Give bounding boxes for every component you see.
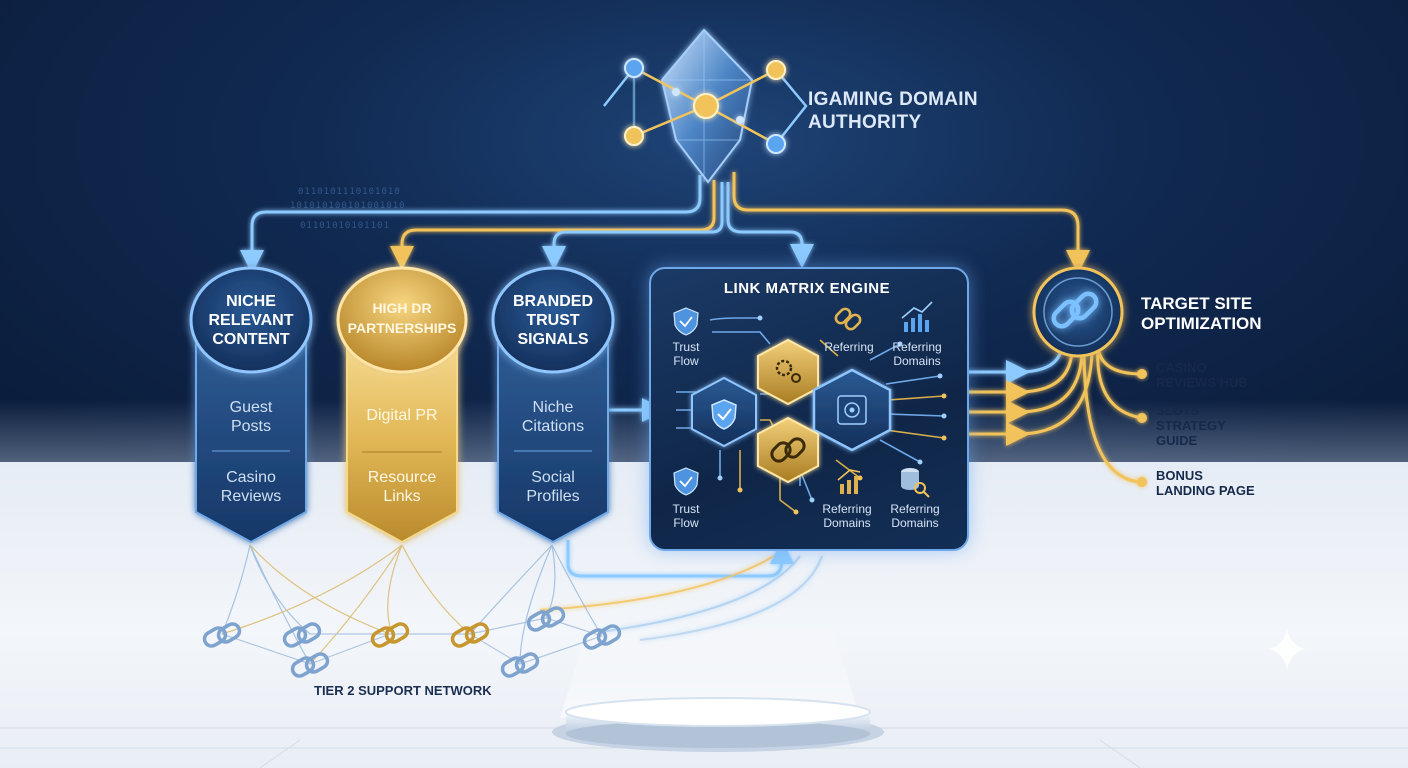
pillar-title-line: HIGH DR [372,300,432,316]
apex-title-line: IGAMING DOMAIN [808,89,978,110]
bar-chart-icon [901,301,933,332]
target-page-slots-strategy-guide: SLOTS STRATEGY GUIDE [1156,403,1226,448]
pillar-title-line: NICHE [226,292,276,310]
metric-referring-domains-bottom: Referring Domains [822,502,872,530]
connector-to-engine [726,182,814,268]
pillar-niche-shape [189,266,313,544]
pillar-branded-title: BRANDED TRUST SIGNALS [498,288,608,352]
connector-to-niche [240,175,702,274]
binary-text-row: 0110101110101010 [298,187,401,197]
pillar-niche-item-casino-reviews: Casino Reviews [220,469,282,505]
hex-gold-top [757,338,819,406]
tier2-label: TIER 2 SUPPORT NETWORK [314,683,492,698]
pillar-high-dr-item-digital-pr: Digital PR [366,407,438,424]
target-title-line: OPTIMIZATION [1141,314,1262,333]
connector-to-high-dr [390,180,716,270]
hex-gold-bottom [757,416,819,484]
chain-link-icon [582,624,622,650]
chain-link-icon [500,652,540,678]
pillar-title-line: SIGNALS [517,330,589,348]
metric-referring-domains-top: Referring Domains [892,340,942,368]
pillar-title-line: BRANDED [513,292,593,310]
bar-chart-icon [837,469,861,494]
target-title: TARGET SITE OPTIMIZATION [1141,294,1341,334]
apex-title: IGAMING DOMAIN AUTHORITY [808,88,1028,134]
metric-referring-domains-bottom-right: Referring Domains [890,502,940,530]
metric-referring-top: Referring [824,340,874,354]
pillar-branded-shape [491,266,615,544]
chain-link-icon [770,437,806,463]
chain-link-icon [290,652,330,678]
pillar-title-line: RELEVANT [208,311,294,329]
pillar-title-line: TRUST [526,311,580,329]
chain-link-icon [834,307,862,331]
target-page-bonus-landing-page: BONUS LANDING PAGE [1156,468,1255,498]
pillar-niche-title: NICHE RELEVANT CONTENT [196,288,306,352]
light-beam [560,620,860,718]
pillar-branded-item-niche-citations: Niche Citations [521,399,585,435]
pillar-high-dr-title: HIGH DR PARTNERSHIPS [340,296,464,340]
chain-link-icon [1051,291,1099,329]
chip-target-icon [837,395,867,425]
connector-to-target [732,172,1090,274]
chain-link-icon [450,622,490,648]
target-page-casino-reviews-hub: CASINO REVIEWS HUB [1156,360,1248,390]
chain-link-icon [282,622,322,648]
database-search-icon [901,468,930,498]
pillar-title-line: CONTENT [212,330,290,348]
binary-text-row: 01101010101101 [300,221,390,231]
chain-link-icon [526,606,566,632]
pedestal [552,697,884,752]
pillar-niche-item-guest-posts: Guest Posts [229,399,273,435]
shield-check-icon [673,307,699,336]
binary-text-row: 101010100101001010 [290,201,406,211]
metric-trust-flow-bottom: Trust Flow [672,502,700,530]
apex-title-line: AUTHORITY [808,112,922,133]
pillar-title-line: PARTNERSHIPS [347,320,457,336]
shield-check-icon [673,467,699,496]
sparkle-icon [1268,628,1306,670]
pillar-high-dr-shape [336,266,468,544]
pillar-high-dr-item-resource-links: Resource Links [367,469,437,505]
target-title-line: TARGET SITE [1141,294,1253,313]
connector-to-branded [542,182,724,270]
gears-icon [775,359,801,383]
chain-link-icon [370,622,410,648]
shield-check-icon [711,399,737,430]
metric-trust-flow-top: Trust Flow [672,340,700,368]
engine-title: LINK MATRIX ENGINE [723,280,891,297]
pillar-branded-item-social-profiles: Social Profiles [526,469,580,505]
connector-loop-engine [566,540,794,578]
chain-link-icon [202,622,242,648]
